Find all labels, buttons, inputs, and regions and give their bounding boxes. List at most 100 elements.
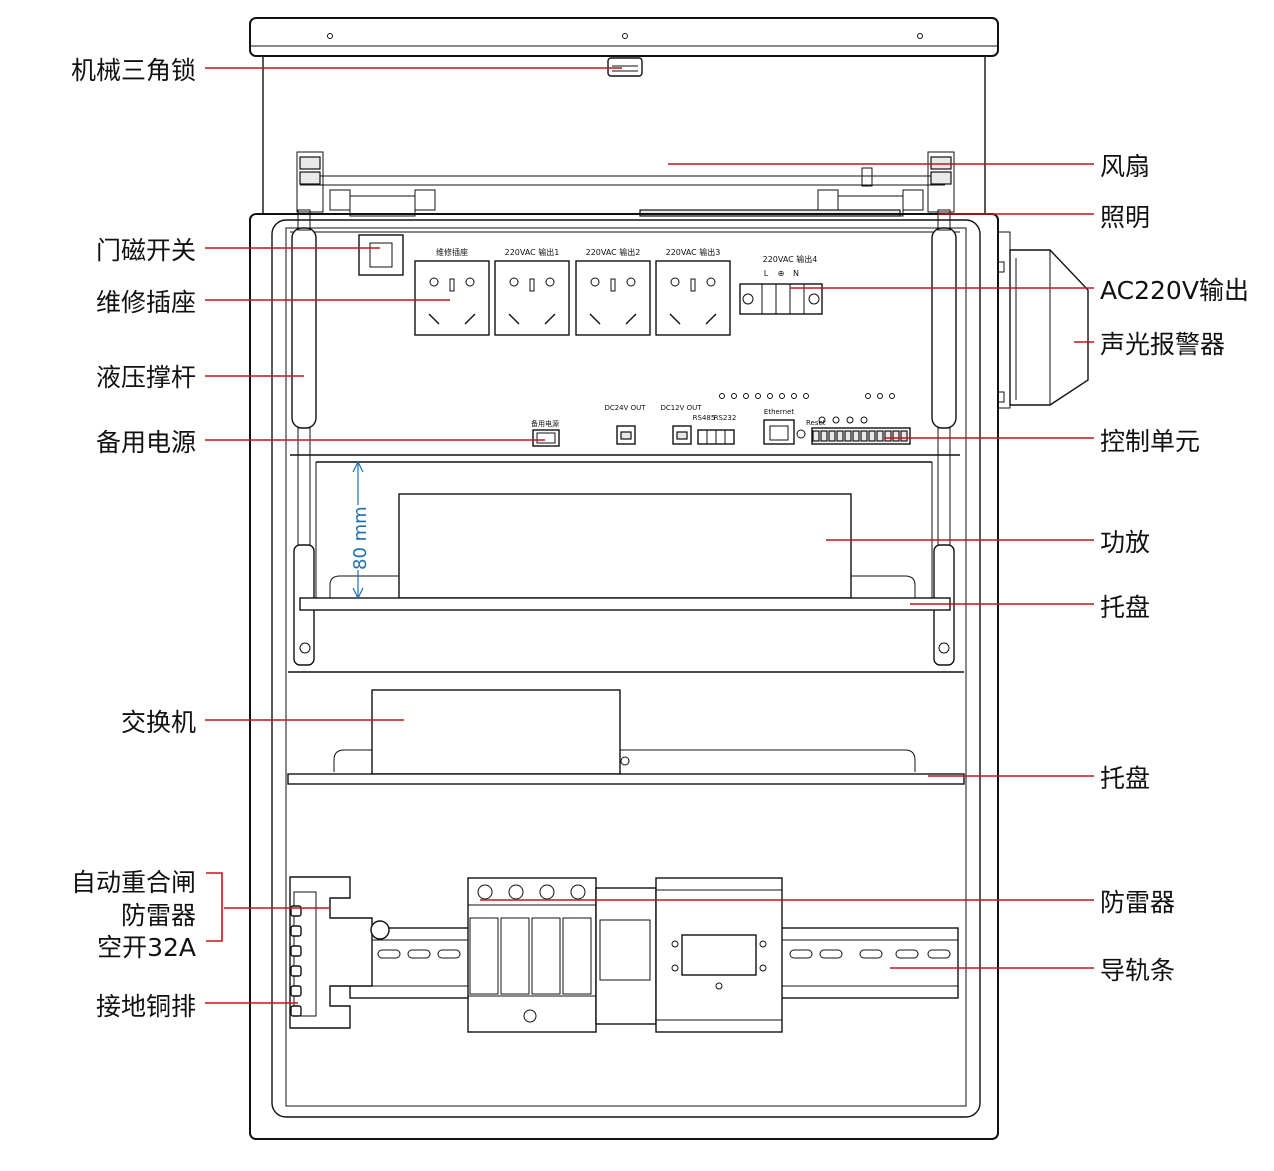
callout-label: 功放 bbox=[1100, 528, 1150, 557]
callout-label: 接地铜排 bbox=[96, 992, 196, 1021]
surge-module bbox=[531, 917, 561, 995]
callout-auto-reclose-2: 防雷器 bbox=[121, 901, 330, 930]
callout-bracket bbox=[206, 872, 223, 942]
backup-power-label: 备用电源 bbox=[531, 419, 559, 428]
amplifier-shape bbox=[398, 493, 852, 599]
callout-alarm: 声光报警器 bbox=[1074, 330, 1225, 359]
callout-backup-power: 备用电源 bbox=[96, 428, 545, 457]
terminal-pin bbox=[892, 430, 900, 442]
terminal-pin bbox=[868, 430, 876, 442]
door-switch-shape bbox=[358, 234, 404, 276]
callout-label: 自动重合闸 bbox=[71, 868, 196, 897]
callout-layer: 机械三角锁门磁开关维修插座液压撑杆备用电源交换机自动重合闸防雷器空开32A接地铜… bbox=[71, 56, 1249, 1021]
terminal-pin bbox=[900, 430, 908, 442]
rail-slot bbox=[437, 949, 461, 959]
callout-label: 防雷器 bbox=[1100, 888, 1175, 917]
amplifier-shelf bbox=[299, 461, 951, 611]
status-led bbox=[865, 393, 871, 399]
surge-terminal bbox=[477, 884, 493, 900]
output4-terminal-ground: ⊕ bbox=[778, 269, 785, 278]
status-led bbox=[755, 393, 761, 399]
socket-label: 维修插座 bbox=[436, 247, 468, 257]
busbar-bolt bbox=[290, 965, 302, 977]
terminal-pin bbox=[836, 430, 844, 442]
callout-tray-2: 托盘 bbox=[928, 764, 1150, 793]
terminal-pin bbox=[844, 430, 852, 442]
callout-ac-output: AC220V输出 bbox=[790, 276, 1249, 305]
callout-label: 备用电源 bbox=[96, 428, 196, 457]
callout-label: 防雷器 bbox=[121, 901, 196, 930]
callout-tray-1: 托盘 bbox=[910, 593, 1150, 622]
callout-label: 控制单元 bbox=[1100, 427, 1200, 456]
socket-group: 维修插座 220VAC 输出1 220VAC 输出2 220VAC 输出3 bbox=[414, 247, 731, 336]
socket-1: 维修插座 bbox=[414, 247, 490, 336]
backup-power-shape bbox=[532, 429, 560, 447]
callout-surge-protector: 防雷器 bbox=[480, 888, 1175, 917]
callout-auto-reclose-3: 空开32A bbox=[97, 933, 196, 962]
status-led bbox=[767, 393, 773, 399]
rs485-label: RS485 bbox=[693, 414, 716, 422]
terminal-pin bbox=[876, 430, 884, 442]
callout-hydraulic-strut: 液压撑杆 bbox=[96, 363, 304, 392]
busbar-bolt bbox=[290, 1005, 302, 1017]
status-led bbox=[719, 393, 725, 399]
socket-4: 220VAC 输出3 bbox=[655, 247, 731, 336]
terminal-pin bbox=[884, 430, 892, 442]
terminal-pin bbox=[852, 430, 860, 442]
busbar-bolt bbox=[290, 985, 302, 997]
meter-shape bbox=[655, 877, 783, 1033]
callout-label: 机械三角锁 bbox=[71, 56, 196, 85]
callout-label: 照明 bbox=[1100, 203, 1150, 232]
callout-door-switch: 门磁开关 bbox=[96, 236, 380, 265]
rail-slot bbox=[895, 949, 919, 959]
callout-fan: 风扇 bbox=[668, 152, 1150, 181]
rail-slot bbox=[789, 949, 813, 959]
rail-slot bbox=[377, 949, 401, 959]
control-panel bbox=[290, 231, 960, 456]
terminal-pin bbox=[828, 430, 836, 442]
callout-label: 托盘 bbox=[1100, 764, 1150, 793]
busbar-bolt bbox=[290, 925, 302, 937]
callout-switch: 交换机 bbox=[121, 708, 404, 737]
status-led bbox=[877, 393, 883, 399]
callout-label: 空开32A bbox=[97, 933, 196, 962]
callout-auto-reclose-1: 自动重合闸 bbox=[71, 868, 196, 897]
surge-modules bbox=[469, 884, 592, 995]
status-led bbox=[889, 393, 895, 399]
status-led bbox=[731, 393, 737, 399]
callout-lighting: 照明 bbox=[938, 203, 1150, 232]
callout-label: 维修插座 bbox=[96, 288, 196, 317]
rail-slot bbox=[407, 949, 431, 959]
socket-label: 220VAC 输出2 bbox=[586, 247, 641, 257]
terminal-strip bbox=[812, 430, 908, 442]
socket-label: 220VAC 输出3 bbox=[666, 247, 721, 257]
cabinet-top-hood bbox=[249, 17, 999, 217]
hydraulic-strut-left bbox=[291, 209, 317, 666]
rail-slot bbox=[927, 949, 951, 959]
busbar-bolt bbox=[290, 945, 302, 957]
tray-2-shape bbox=[287, 773, 965, 785]
callout-triangle-lock: 机械三角锁 bbox=[71, 56, 622, 85]
callout-label: 液压撑杆 bbox=[96, 363, 196, 392]
ethernet-label: Ethernet bbox=[764, 408, 794, 416]
alarm-shape bbox=[997, 231, 1089, 409]
surge-terminal bbox=[539, 884, 555, 900]
callout-amplifier: 功放 bbox=[826, 528, 1150, 557]
din-rail-slots bbox=[377, 949, 951, 959]
callout-maintenance-socket: 维修插座 bbox=[96, 288, 450, 317]
terminal-pin bbox=[860, 430, 868, 442]
busbar-bolts bbox=[290, 905, 302, 1017]
status-led bbox=[779, 393, 785, 399]
surge-module bbox=[500, 917, 530, 995]
dc12-label: DC12V OUT bbox=[660, 404, 702, 412]
output4-label: 220VAC 输出4 bbox=[763, 254, 818, 264]
rail-slot bbox=[819, 949, 843, 959]
callout-din-rail: 导轨条 bbox=[890, 956, 1175, 985]
status-led bbox=[791, 393, 797, 399]
socket-2: 220VAC 输出1 bbox=[494, 247, 570, 336]
rail-slot bbox=[859, 949, 883, 959]
callout-label: 门磁开关 bbox=[96, 236, 196, 265]
callout-label: 声光报警器 bbox=[1100, 330, 1225, 359]
